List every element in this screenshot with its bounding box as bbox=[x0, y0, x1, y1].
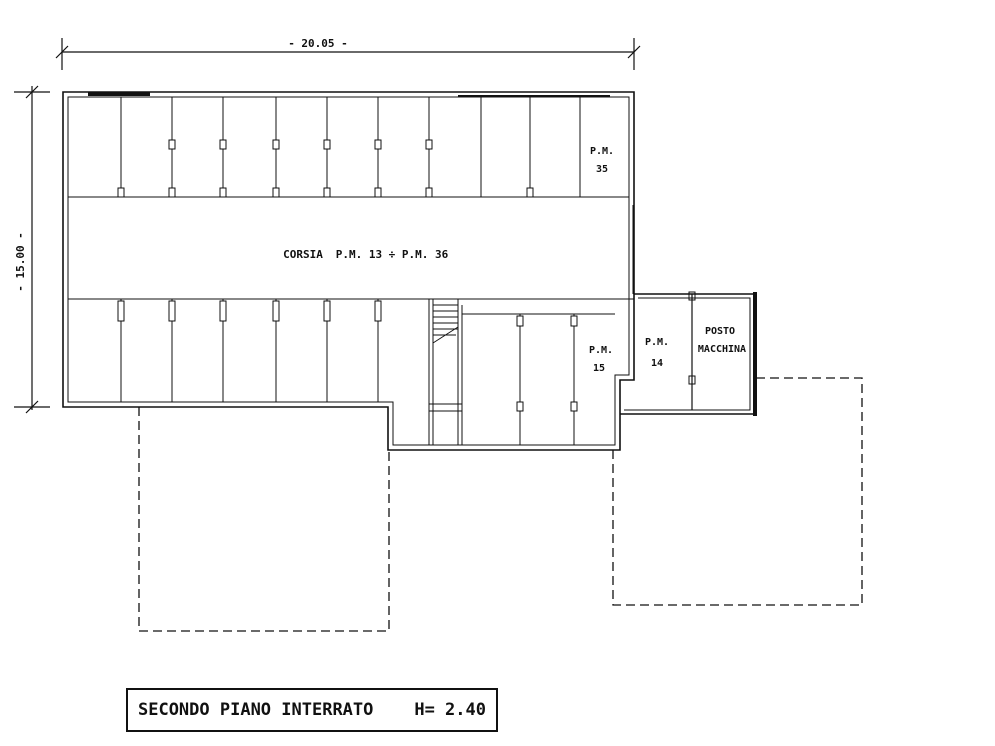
width-dimension-label: - 20.05 - bbox=[288, 37, 348, 50]
macchina-label: MACCHINA bbox=[698, 344, 746, 355]
upper-columns bbox=[117, 139, 534, 198]
top-wall-openings bbox=[88, 92, 610, 97]
height-dimension bbox=[14, 85, 50, 414]
floor-title: SECONDO PIANO INTERRATO bbox=[137, 700, 374, 720]
height-dimension-label: - 15.00 - bbox=[14, 232, 27, 292]
pm14-label: P.M. bbox=[645, 337, 669, 348]
corsia-label: CORSIA bbox=[283, 248, 323, 261]
pm35-label: P.M. bbox=[590, 146, 614, 157]
dashed-outlines bbox=[138, 377, 863, 632]
upper-stall-dividers bbox=[120, 97, 581, 197]
corridor-lines bbox=[68, 196, 634, 300]
floor-height: H= 2.40 bbox=[414, 700, 486, 720]
drawing-title-box: SECONDO PIANO INTERRATO H= 2.40 bbox=[126, 688, 498, 732]
posto-label: POSTO bbox=[705, 326, 735, 337]
pm15-number: 15 bbox=[593, 363, 605, 374]
lower-columns bbox=[117, 300, 578, 412]
right-extension bbox=[620, 205, 757, 416]
building-outline bbox=[62, 91, 635, 451]
width-dimension bbox=[55, 38, 641, 70]
pm15-label: P.M. bbox=[589, 345, 613, 356]
pm35-number: 35 bbox=[596, 164, 608, 175]
pm14-number: 14 bbox=[651, 358, 663, 369]
staircase bbox=[428, 299, 463, 445]
lower-stall-dividers bbox=[120, 299, 615, 445]
corsia-range-label: P.M. 13 ÷ P.M. 36 bbox=[336, 248, 449, 261]
title-spacer bbox=[373, 700, 414, 720]
